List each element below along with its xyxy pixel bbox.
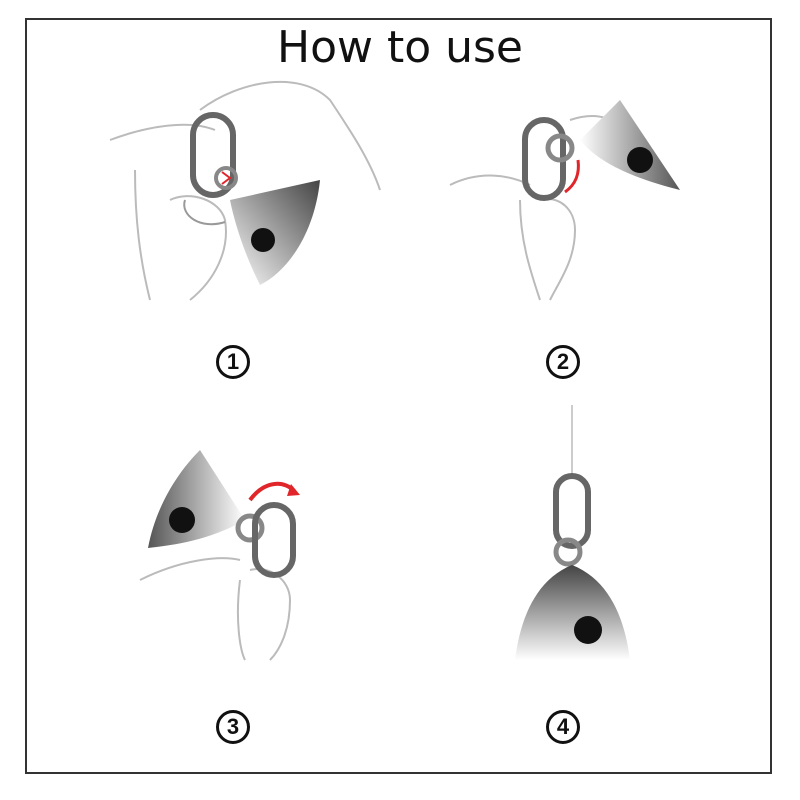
step-4-illustration [515, 405, 630, 660]
step-3-illustration [139, 450, 300, 661]
step-2-illustration [449, 100, 680, 301]
step-number-2: 2 [546, 345, 580, 379]
step-number-3: 3 [216, 710, 250, 744]
lure-eye-icon [627, 147, 653, 173]
step-number-1: 1 [216, 345, 250, 379]
step-1-illustration [109, 80, 381, 301]
lure-eye-icon [574, 616, 602, 644]
lure-eye-icon [169, 507, 195, 533]
step-number-4: 4 [546, 710, 580, 744]
page-title: How to use [276, 22, 524, 73]
instruction-frame [25, 18, 772, 774]
rotate-arrow-icon [287, 484, 300, 496]
lure-eye-icon [251, 228, 275, 252]
